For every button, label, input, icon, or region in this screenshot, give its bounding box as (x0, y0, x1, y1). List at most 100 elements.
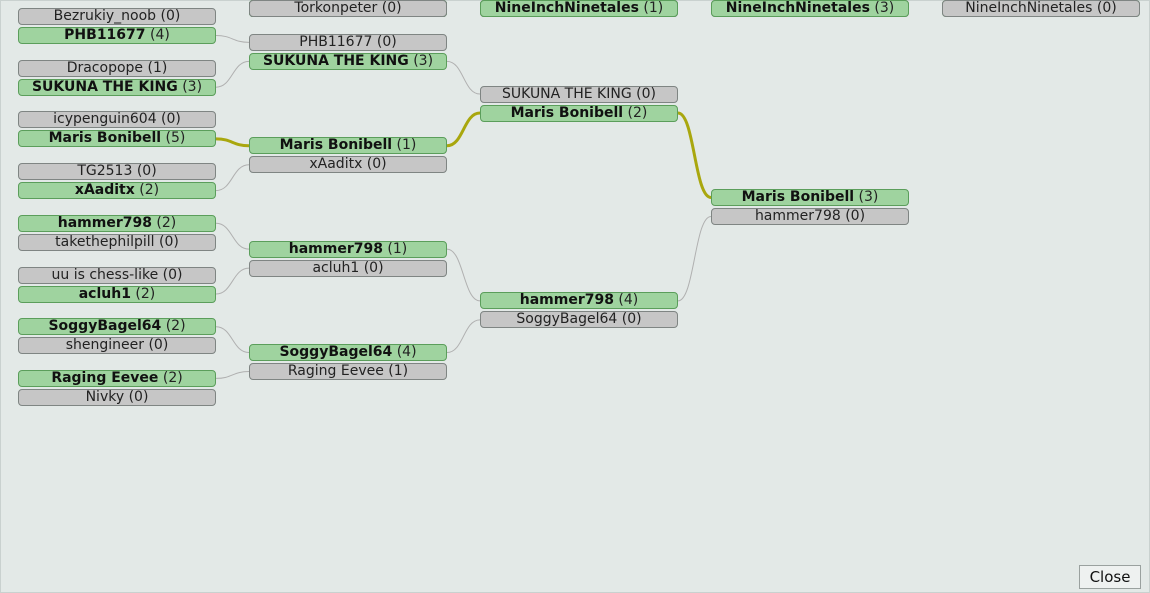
bracket-connector (215, 267, 250, 295)
bracket-connector (215, 371, 250, 379)
player-name: SoggyBagel64 (279, 344, 393, 360)
bracket-slot[interactable]: Maris Bonibell (1) (249, 137, 447, 154)
champion-path-connector (215, 137, 250, 148)
player-name: SoggyBagel64 (48, 318, 162, 334)
player-name: NineInchNinetales (965, 0, 1093, 16)
bracket-connector (215, 222, 250, 250)
player-name: SUKUNA THE KING (502, 86, 632, 102)
player-score: (3) (869, 0, 895, 16)
player-score: (0) (124, 389, 149, 405)
bracket-slot[interactable]: Torkonpeter (0) (249, 0, 447, 17)
bracket-slot[interactable]: Dracopope (1) (18, 60, 216, 77)
bracket-slot[interactable]: acluh1 (2) (18, 286, 216, 303)
bracket-connector (215, 164, 250, 192)
player-score: (1) (143, 60, 168, 76)
player-score: (3) (177, 79, 203, 95)
bracket-connector (446, 319, 481, 354)
player-name: hammer798 (288, 241, 383, 257)
bracket-slot[interactable]: Maris Bonibell (5) (18, 130, 216, 147)
bracket-slot[interactable]: SUKUNA THE KING (3) (249, 53, 447, 70)
player-score: (0) (156, 8, 181, 24)
player-name: Nivky (85, 389, 125, 405)
player-name: SoggyBagel64 (516, 311, 618, 327)
player-score: (0) (362, 156, 387, 172)
bracket-slot[interactable]: NineInchNinetales (1) (480, 0, 678, 17)
player-name: Maris Bonibell (741, 189, 855, 205)
bracket-slot[interactable]: SoggyBagel64 (2) (18, 318, 216, 335)
bracket-slot[interactable]: uu is chess-like (0) (18, 267, 216, 284)
bracket-connector (446, 60, 481, 95)
player-name: xAaditx (74, 182, 135, 198)
bracket-slot[interactable]: hammer798 (0) (711, 208, 909, 225)
champion-path-connector (446, 111, 481, 148)
bracket-slot[interactable]: Nivky (0) (18, 389, 216, 406)
bracket-connector (215, 326, 250, 354)
bracket-slot[interactable]: TG2513 (0) (18, 163, 216, 180)
player-score: (4) (145, 27, 170, 43)
player-score: (2) (130, 286, 156, 302)
bracket-slot[interactable]: icypenguin604 (0) (18, 111, 216, 128)
player-name: Maris Bonibell (279, 137, 393, 153)
player-name: PHB11677 (299, 34, 373, 50)
bracket-slot[interactable]: xAaditx (2) (18, 182, 216, 199)
bracket-connector (446, 248, 481, 302)
player-score: (0) (377, 0, 402, 16)
bracket-slot[interactable]: SUKUNA THE KING (3) (18, 79, 216, 96)
bracket-slot[interactable]: hammer798 (4) (480, 292, 678, 309)
player-score: (0) (158, 267, 183, 283)
player-score: (0) (631, 86, 656, 102)
bracket-slot[interactable]: NineInchNinetales (0) (942, 0, 1140, 17)
bracket-slot[interactable]: Maris Bonibell (2) (480, 105, 678, 122)
bracket-slot[interactable]: SoggyBagel64 (4) (249, 344, 447, 361)
bracket-connector (677, 215, 712, 302)
player-name: hammer798 (754, 208, 841, 224)
bracket-slot[interactable]: takethephilpill (0) (18, 234, 216, 251)
player-name: SUKUNA THE KING (262, 53, 409, 69)
player-score: (0) (132, 163, 157, 179)
player-name: acluh1 (78, 286, 131, 302)
bracket-slot[interactable]: shengineer (0) (18, 337, 216, 354)
bracket-slot[interactable]: PHB11677 (0) (249, 34, 447, 51)
player-score: (1) (392, 137, 417, 153)
bracket-slot[interactable]: Raging Eevee (1) (249, 363, 447, 380)
player-name: icypenguin604 (53, 111, 157, 127)
player-score: (4) (613, 292, 639, 308)
player-name: shengineer (65, 337, 144, 353)
bracket-slot[interactable]: SoggyBagel64 (0) (480, 311, 678, 328)
player-score: (0) (144, 337, 169, 353)
player-score: (2) (151, 215, 177, 231)
bracket-slot[interactable]: hammer798 (2) (18, 215, 216, 232)
player-score: (0) (359, 260, 384, 276)
player-score: (2) (158, 370, 183, 386)
player-score: (0) (840, 208, 866, 224)
player-name: uu is chess-like (51, 267, 159, 283)
player-name: Dracopope (66, 60, 144, 76)
player-score: (1) (383, 363, 409, 379)
player-name: xAaditx (309, 156, 363, 172)
bracket-slot[interactable]: NineInchNinetales (3) (711, 0, 909, 17)
bracket-slot[interactable]: xAaditx (0) (249, 156, 447, 173)
bracket-connector (215, 35, 250, 43)
player-name: TG2513 (77, 163, 133, 179)
player-score: (0) (154, 234, 179, 250)
player-score: (1) (382, 241, 408, 257)
player-name: NineInchNinetales (725, 0, 870, 16)
player-name: hammer798 (519, 292, 614, 308)
bracket-slot[interactable]: PHB11677 (4) (18, 27, 216, 44)
player-name: Maris Bonibell (510, 105, 624, 121)
player-name: Maris Bonibell (48, 130, 162, 146)
player-name: Torkonpeter (294, 0, 378, 16)
player-name: hammer798 (57, 215, 152, 231)
bracket-slot[interactable]: Raging Eevee (2) (18, 370, 216, 387)
bracket-slot[interactable]: acluh1 (0) (249, 260, 447, 277)
bracket-slot[interactable]: Bezrukiy_noob (0) (18, 8, 216, 25)
player-score: (3) (408, 53, 434, 69)
champion-path-connector (677, 111, 712, 199)
player-name: Raging Eevee (51, 370, 159, 386)
player-name: takethephilpill (55, 234, 155, 250)
bracket-slot[interactable]: SUKUNA THE KING (0) (480, 86, 678, 103)
player-score: (3) (854, 189, 879, 205)
bracket-slot[interactable]: Maris Bonibell (3) (711, 189, 909, 206)
close-button[interactable]: Close (1079, 565, 1141, 589)
bracket-slot[interactable]: hammer798 (1) (249, 241, 447, 258)
